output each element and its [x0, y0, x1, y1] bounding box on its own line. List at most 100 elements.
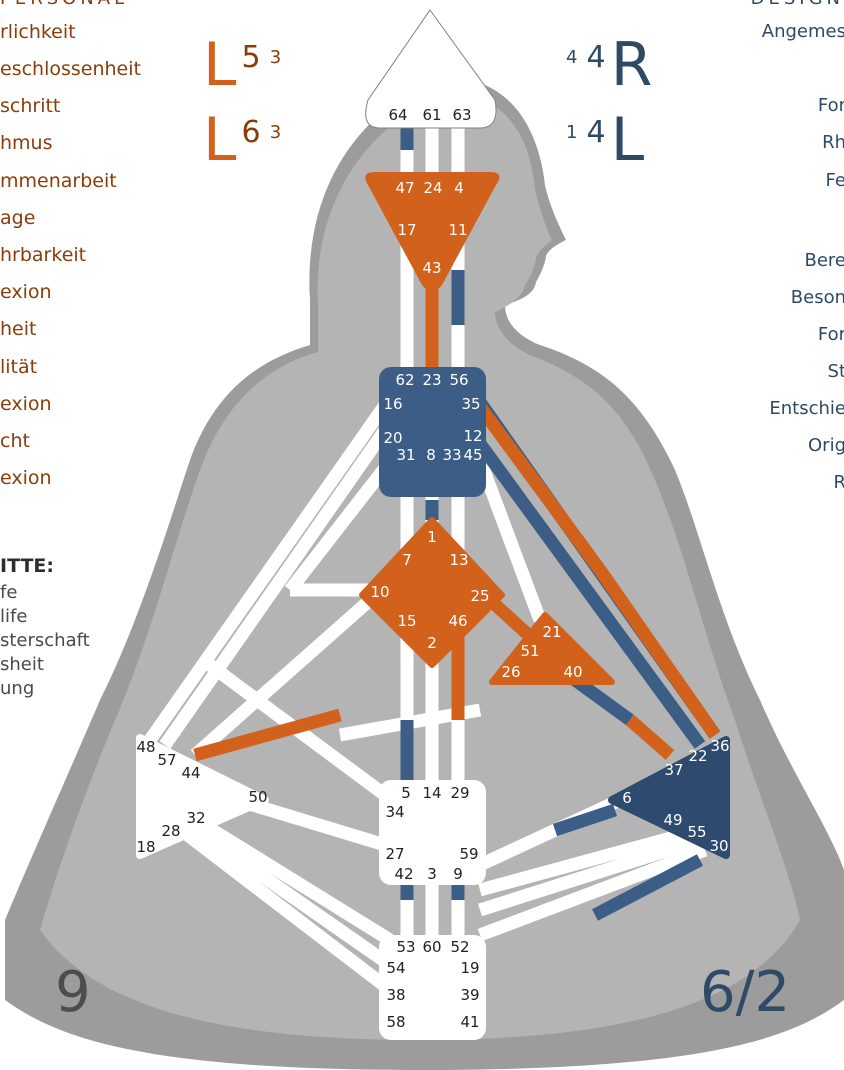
right-item: Bere	[804, 250, 844, 271]
gate-58: 58	[386, 1013, 405, 1031]
gate-61: 61	[422, 106, 441, 124]
throat-center	[379, 367, 486, 497]
gate-46: 46	[448, 612, 467, 630]
gate-numbers: 64 61 63 47 24 4 17 11 43 62 23 56 16 35…	[136, 106, 729, 1031]
channels-colored	[193, 128, 721, 921]
gate-51: 51	[520, 642, 539, 660]
gate-63: 63	[452, 106, 471, 124]
gate-36: 36	[710, 737, 729, 755]
left-item: hmus	[0, 132, 53, 154]
personality-header: PERSONAL	[0, 0, 128, 9]
gate-3: 3	[427, 865, 437, 883]
left-item: eschlossenheit	[0, 58, 141, 80]
arrow-sub: 4	[566, 47, 578, 68]
gate-38: 38	[386, 986, 405, 1004]
gate-9: 9	[453, 865, 463, 883]
gate-16: 16	[383, 395, 402, 413]
gate-64: 64	[388, 106, 407, 124]
gate-22: 22	[688, 747, 707, 765]
left-item: exion	[0, 467, 52, 489]
gate-21: 21	[542, 623, 561, 641]
stage-item: fe	[0, 582, 18, 603]
arrow-digit: 4	[586, 115, 606, 150]
gate-43: 43	[422, 259, 441, 277]
gate-24: 24	[423, 179, 442, 197]
gate-26: 26	[501, 663, 520, 681]
gate-52: 52	[450, 938, 469, 956]
gate-32: 32	[186, 809, 205, 827]
arrow-top-right: 4 4 R	[566, 35, 652, 95]
gate-37: 37	[664, 761, 683, 779]
gate-62: 62	[395, 371, 414, 389]
left-item: mmenarbeit	[0, 170, 117, 192]
right-item: Beson	[790, 287, 844, 308]
gate-19: 19	[460, 959, 479, 977]
gate-45: 45	[463, 446, 482, 464]
gate-6: 6	[622, 789, 632, 807]
gate-40: 40	[563, 663, 582, 681]
gate-30: 30	[709, 837, 728, 855]
arrow-sub: 3	[269, 47, 282, 68]
right-item: For	[817, 324, 844, 345]
gate-53: 53	[396, 938, 415, 956]
gate-57: 57	[157, 751, 176, 769]
gate-59: 59	[459, 845, 478, 863]
gate-39: 39	[460, 986, 479, 1004]
left-item: lität	[0, 356, 38, 378]
left-item: cht	[0, 430, 30, 452]
right-item: St	[827, 361, 844, 382]
definition-number: 9	[55, 960, 91, 1025]
left-item: rlichkeit	[0, 21, 76, 43]
arrow-digit: 4	[586, 40, 606, 75]
right-item: Angemes	[761, 21, 844, 42]
gate-18: 18	[136, 838, 155, 856]
gate-20: 20	[383, 429, 402, 447]
left-item: exion	[0, 281, 52, 303]
gate-31: 31	[396, 446, 415, 464]
gate-17: 17	[397, 221, 416, 239]
right-item: Fe	[825, 170, 844, 191]
stage-item: sheit	[0, 654, 44, 675]
gate-1: 1	[427, 528, 437, 546]
gate-25: 25	[470, 587, 489, 605]
gate-33: 33	[442, 446, 461, 464]
gate-4: 4	[454, 179, 464, 197]
gate-49: 49	[663, 811, 682, 829]
gate-12: 12	[463, 427, 482, 445]
profile-number: 6/2	[700, 960, 791, 1025]
gate-13: 13	[449, 551, 468, 569]
gate-14: 14	[422, 784, 441, 802]
arrow-digit: 6	[241, 115, 261, 150]
ajna-center	[365, 172, 500, 292]
right-item: Orig	[808, 435, 844, 456]
gate-5: 5	[401, 784, 411, 802]
stage-item: life	[0, 606, 28, 627]
arrow-letter: L	[610, 105, 645, 175]
left-item: age	[0, 207, 36, 229]
design-header: DESIGN	[751, 0, 844, 9]
right-item: Entschie	[769, 398, 844, 419]
arrow-sub: 1	[566, 122, 578, 143]
arrow-letter: L	[203, 105, 237, 175]
gate-10: 10	[370, 583, 389, 601]
gate-41: 41	[460, 1013, 479, 1031]
heart-center	[489, 612, 615, 685]
gate-60: 60	[422, 938, 441, 956]
arrow-letter: L	[203, 30, 237, 100]
arrow-sub: 3	[269, 122, 282, 143]
gate-11: 11	[448, 221, 467, 239]
arrow-bottom-right: 1 4 L	[566, 110, 644, 170]
gate-27: 27	[385, 845, 404, 863]
gate-29: 29	[450, 784, 469, 802]
gate-50: 50	[248, 788, 267, 806]
stages-heading: ITTE:	[0, 555, 55, 577]
gate-55: 55	[687, 823, 706, 841]
sacral-center	[379, 780, 486, 885]
stage-item: sterschaft	[0, 630, 90, 651]
solar-plexus-center	[608, 736, 730, 859]
gate-48: 48	[136, 738, 155, 756]
root-center	[379, 935, 486, 1040]
left-item: schritt	[0, 95, 61, 117]
gate-15: 15	[397, 612, 416, 630]
